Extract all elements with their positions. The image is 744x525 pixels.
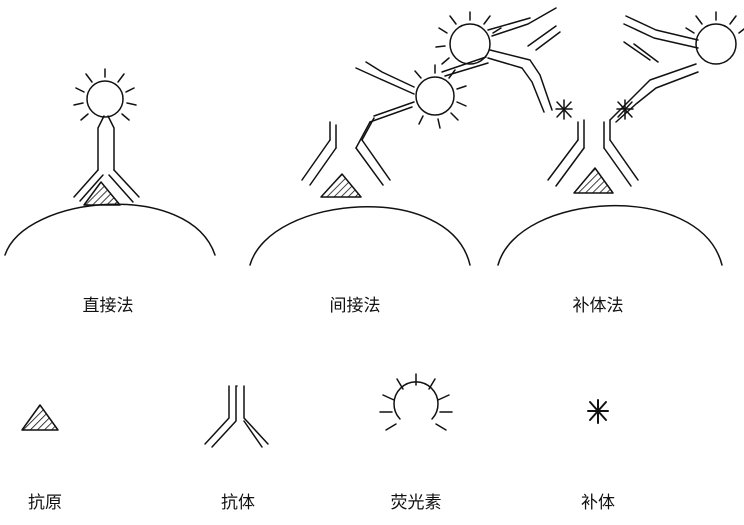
fluorescein-icon bbox=[436, 12, 501, 64]
complement-method-panel bbox=[498, 12, 744, 265]
legend-label-antibody: 抗体 bbox=[221, 488, 255, 513]
legend-label-fluorescein: 荧光素 bbox=[391, 488, 442, 513]
direct-method-panel bbox=[5, 69, 215, 255]
legend bbox=[22, 374, 608, 447]
fluorescein-icon bbox=[74, 69, 136, 120]
method-label-complement: 补体法 bbox=[573, 291, 624, 316]
indirect-method-panel bbox=[250, 8, 560, 265]
method-label-indirect: 间接法 bbox=[330, 291, 381, 316]
antigen-triangle-icon bbox=[321, 174, 361, 197]
antigen-triangle-icon bbox=[574, 168, 613, 193]
fluorescein-icon bbox=[686, 12, 744, 64]
antigen-triangle-icon bbox=[84, 182, 120, 205]
fluorescein-sun-icon bbox=[380, 374, 452, 430]
complement-star-icon bbox=[588, 400, 608, 423]
antibody-y-icon bbox=[205, 386, 268, 447]
complement-star-icon bbox=[556, 100, 572, 119]
antigen-triangle-icon bbox=[22, 405, 58, 430]
cell-surface-arc bbox=[250, 207, 470, 265]
cell-surface-arc bbox=[5, 204, 215, 255]
cell-surface-arc bbox=[498, 206, 722, 265]
legend-label-antigen: 抗原 bbox=[28, 488, 62, 513]
fluorescein-icon bbox=[415, 65, 466, 128]
legend-label-complement: 补体 bbox=[581, 488, 615, 513]
method-label-direct: 直接法 bbox=[83, 291, 134, 316]
